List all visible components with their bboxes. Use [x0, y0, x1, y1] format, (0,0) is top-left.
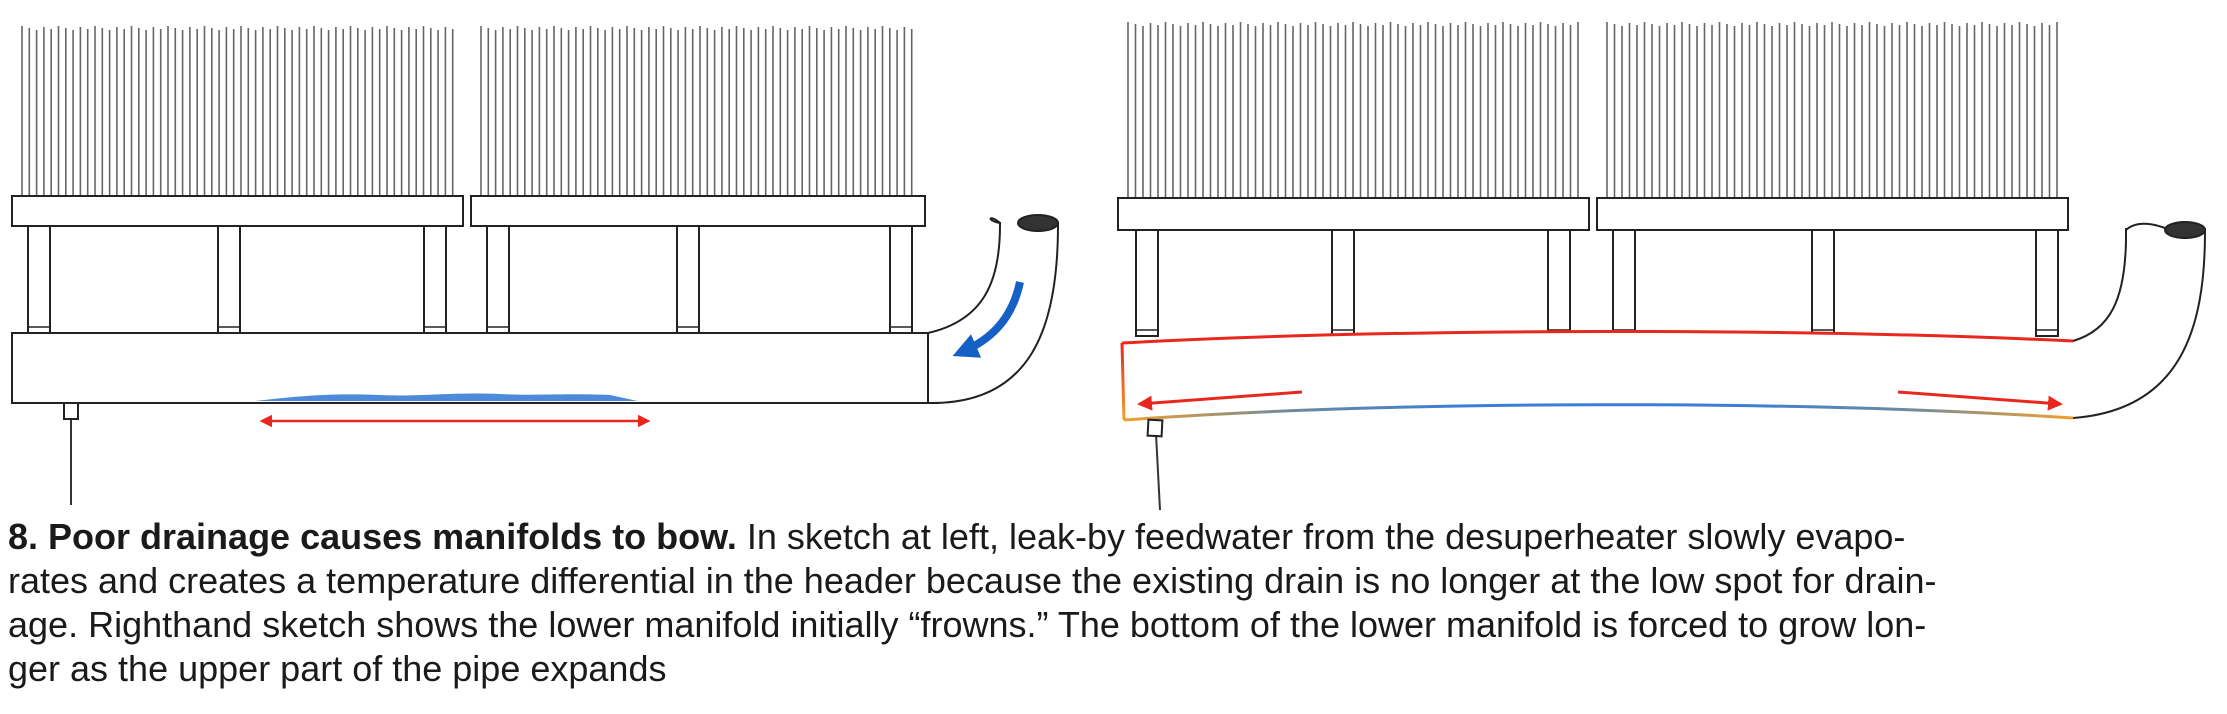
right-support	[2035, 229, 2059, 337]
curved-arrow-icon	[952, 281, 1024, 358]
left-support	[889, 225, 913, 334]
figure-caption: 8. Poor drainage causes manifolds to bow…	[8, 515, 2213, 691]
right-upper-header-2	[1596, 197, 2069, 231]
left-support	[217, 225, 241, 334]
left-lower-manifold	[11, 332, 929, 404]
right-support	[1547, 229, 1571, 337]
manifold-drainage-diagram	[11, 22, 2206, 510]
caption-line-3: age. Righthand sketch shows the lower ma…	[8, 604, 1927, 645]
right-drain-valve	[1146, 418, 1164, 438]
caption-line-4: ger as the upper part of the pipe expand…	[8, 648, 667, 689]
right-bowed-manifold-fill	[1122, 331, 2073, 420]
left-support	[676, 225, 700, 334]
right-manifold-bottom-cool	[1123, 403, 2074, 422]
left-support	[27, 225, 51, 334]
right-manifold-left-end	[1120, 342, 1126, 421]
left-elbow	[927, 222, 1059, 405]
caption-heading: 8. Poor drainage causes manifolds to bow…	[8, 516, 737, 557]
right-support	[1612, 229, 1636, 337]
caption-line-1: In sketch at left, leak-by feedwater fro…	[736, 516, 1906, 557]
left-support	[423, 225, 447, 334]
caption-line-2: rates and creates a temperature differen…	[8, 560, 1937, 601]
right-support	[1331, 229, 1355, 337]
right-elbow	[2072, 228, 2206, 419]
right-support	[1811, 229, 1835, 337]
right-elbow-opening	[2164, 221, 2206, 239]
right-supports	[1135, 229, 2059, 337]
left-tube-bank	[21, 26, 913, 196]
left-elbow-opening	[1017, 214, 1059, 232]
left-upper-header-1	[11, 195, 464, 227]
pooled-water	[255, 393, 638, 401]
right-tube-bank	[1127, 22, 2058, 198]
outward-arrows-icon	[1137, 390, 2063, 411]
right-manifold-top-hot	[1121, 329, 2074, 345]
right-upper-header-1	[1117, 197, 1590, 231]
right-support	[1135, 229, 1159, 337]
red-arrow-left	[1137, 390, 1303, 411]
left-upper-header-2	[470, 195, 926, 227]
right-drain-pipe	[1155, 433, 1161, 510]
left-sketch	[11, 26, 1059, 505]
left-drain-valve	[63, 402, 79, 420]
red-arrow-right	[1897, 390, 2063, 411]
left-supports	[27, 225, 913, 334]
left-support	[486, 225, 510, 334]
right-sketch	[1117, 22, 2206, 510]
